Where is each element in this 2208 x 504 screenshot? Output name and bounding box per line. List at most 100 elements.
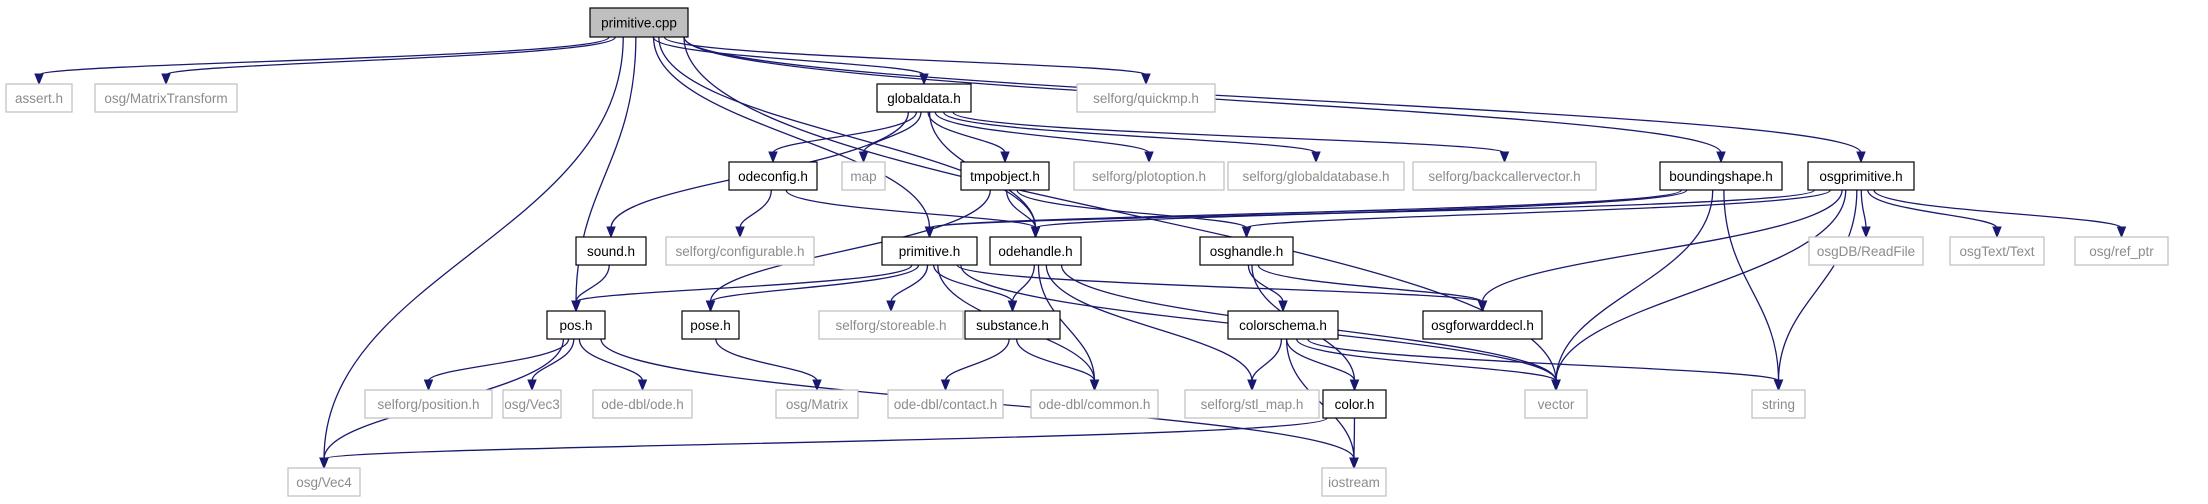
node-label: globaldata.h [887, 91, 961, 106]
edge-line [38, 36, 610, 76]
edge-primitive-h-to-selforg-storeable [886, 264, 929, 313]
edge-line [427, 338, 570, 382]
node-box [665, 236, 815, 266]
edge-line [956, 264, 1484, 303]
node-odeconfig-h[interactable]: odeconfig.h [728, 161, 818, 191]
edge-line [1285, 338, 1356, 382]
edge-colorschema-h-to-selforg-stl-map [1247, 338, 1283, 392]
edge-line [1296, 338, 1557, 382]
node-osg-vec4: osg/Vec4 [287, 467, 361, 497]
edge-arrowhead [527, 379, 537, 392]
node-primitive-h[interactable]: primitive.h [881, 236, 978, 266]
node-label: string [1762, 397, 1795, 412]
node-box [1751, 389, 1806, 419]
edge-line [1777, 189, 1858, 382]
edge-primitive-cpp-to-selforg-quickmp [663, 36, 1151, 86]
edge-line [1555, 189, 1847, 382]
node-osg-ref-ptr: osg/ref_ptr [2074, 236, 2169, 266]
edge-arrowhead [423, 379, 434, 392]
edge-substance-h-to-ode-dbl-common [1015, 338, 1100, 392]
edge-globaldata-h-to-odeconfig-h [768, 111, 918, 164]
edge-line [575, 264, 913, 303]
node-selforg-backcallervector: selforg/backcallervector.h [1412, 161, 1597, 191]
edge-line [890, 264, 929, 303]
node-label: selforg/plotoption.h [1092, 169, 1206, 184]
node-box [5, 83, 73, 113]
edge-pos-h-to-selforg-position [423, 338, 570, 392]
edge-arrowhead [1247, 379, 1257, 392]
node-box [1524, 389, 1588, 419]
edge-arrowhead [1000, 151, 1010, 164]
node-osg-matrixtransform: osg/MatrixTransform [94, 83, 238, 113]
node-box [1227, 310, 1339, 340]
edge-line [709, 189, 991, 303]
edge-globaldata-h-to-selforg-globaldatabase [942, 111, 1321, 164]
edge-arrowhead [735, 226, 745, 239]
node-label: osgDB/ReadFile [1817, 244, 1915, 259]
edge-arrowhead [1716, 151, 1726, 164]
node-globaldata-h[interactable]: globaldata.h [876, 83, 972, 113]
edge-line [928, 189, 1816, 229]
edge-arrowhead [812, 379, 822, 392]
node-label: colorschema.h [1239, 318, 1327, 333]
node-osgprimitive-h[interactable]: osgprimitive.h [1807, 161, 1915, 191]
node-label: ode-dbl/contact.h [894, 397, 998, 412]
node-label: map [850, 169, 876, 184]
node-iostream: iostream [1321, 467, 1387, 497]
node-label: osg/ref_ptr [2089, 244, 2154, 259]
edge-osgprimitive-h-to-primitive-h [924, 189, 1816, 239]
node-label: sound.h [587, 244, 635, 259]
node-box [964, 310, 1061, 340]
edge-arrowhead [768, 151, 778, 164]
node-box [1422, 310, 1543, 340]
edge-arrowhead [637, 379, 648, 392]
node-box [1199, 236, 1294, 266]
node-osgforwarddecl-h[interactable]: osgforwarddecl.h [1422, 310, 1543, 340]
edge-line [575, 264, 610, 303]
edge-arrowhead [34, 73, 44, 86]
edge-boundingshape-h-to-vector [1551, 189, 1714, 392]
edge-line [1245, 189, 1831, 229]
node-color-h[interactable]: color.h [1322, 389, 1387, 419]
edge-arrowhead [606, 226, 616, 239]
edge-line [652, 36, 931, 229]
node-primitive-cpp[interactable]: primitive.cpp [589, 7, 689, 38]
edge-line [715, 338, 818, 382]
node-box [1659, 161, 1783, 191]
edge-osghandle-h-to-colorschema-h [1247, 264, 1288, 313]
node-box [1076, 83, 1216, 113]
node-ode-dbl-common: ode-dbl/common.h [1030, 389, 1159, 419]
node-odehandle-h[interactable]: odehandle.h [989, 236, 1082, 266]
node-boundingshape-h[interactable]: boundingshape.h [1659, 161, 1783, 191]
node-box [287, 467, 361, 497]
edge-line [709, 264, 920, 303]
edge-arrowhead [1773, 379, 1784, 392]
node-label: selforg/stl_map.h [1201, 397, 1304, 412]
node-substance-h[interactable]: substance.h [964, 310, 1061, 340]
node-selforg-globaldatabase: selforg/globaldatabase.h [1227, 161, 1405, 191]
edge-line [1037, 264, 1096, 382]
edge-color-h-to-iostream [1349, 417, 1359, 470]
node-box [502, 389, 562, 419]
node-box [881, 236, 978, 266]
edge-line [683, 36, 1862, 154]
node-box [989, 236, 1082, 266]
node-sound-h[interactable]: sound.h [575, 236, 647, 266]
node-label: substance.h [976, 318, 1049, 333]
edge-arrowhead [2116, 226, 2127, 239]
edge-primitive-cpp-to-osgprimitive-h [683, 36, 1866, 164]
node-pos-h[interactable]: pos.h [546, 310, 606, 340]
node-osghandle-h[interactable]: osghandle.h [1199, 236, 1294, 266]
node-label: odehandle.h [998, 244, 1072, 259]
node-tmpobject-h[interactable]: tmpobject.h [960, 161, 1050, 191]
edge-arrowhead [1861, 226, 1871, 239]
node-label: selforg/position.h [377, 397, 479, 412]
node-colorschema-h[interactable]: colorschema.h [1227, 310, 1339, 340]
node-pose-h[interactable]: pose.h [681, 310, 740, 340]
edge-line [1481, 189, 1843, 303]
node-label: ode-dbl/common.h [1039, 397, 1151, 412]
edge-osgprimitive-h-to-osg-ref-ptr [1873, 189, 2127, 239]
edge-line [578, 338, 644, 382]
node-label: osg/MatrixTransform [104, 91, 227, 106]
edge-arrowhead [319, 457, 329, 470]
